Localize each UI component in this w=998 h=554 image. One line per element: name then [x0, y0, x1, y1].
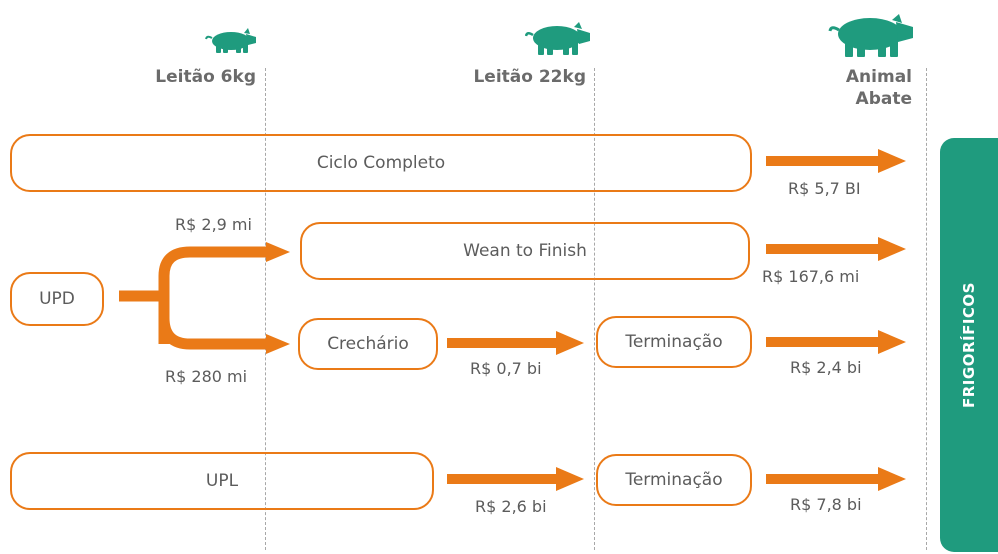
upd-box: UPD — [10, 272, 104, 326]
pig-icon-small — [205, 28, 256, 53]
pig-icon-large — [828, 14, 913, 57]
terminacao-box-2: Terminação — [596, 454, 752, 506]
value-upl: R$ 2,6 bi — [475, 497, 547, 516]
value-terminacao-2: R$ 7,8 bi — [790, 495, 862, 514]
stage-label-leitao-6kg: Leitão 6kg — [155, 67, 256, 87]
value-upd-top: R$ 2,9 mi — [175, 215, 252, 234]
crechario-box: Crechário — [298, 318, 438, 370]
divider-line-abate — [926, 68, 927, 550]
frigorificos-panel: FRIGORÍFICOS — [940, 138, 998, 552]
divider-line-6kg — [265, 68, 266, 550]
terminacao-box-1: Terminação — [596, 316, 752, 368]
frigorificos-label: FRIGORÍFICOS — [960, 282, 978, 408]
wean-to-finish-box: Wean to Finish — [300, 222, 750, 280]
value-ciclo-completo: R$ 5,7 BI — [788, 179, 861, 198]
stage-label-animal-abate-line1: Animal — [845, 67, 912, 87]
stage-label-leitao-22kg: Leitão 22kg — [473, 67, 586, 87]
stage-label-animal-abate-line2: Abate — [855, 89, 912, 109]
value-upd-bottom: R$ 280 mi — [165, 367, 248, 386]
pig-icon-medium — [525, 22, 590, 55]
divider-line-22kg — [594, 68, 595, 550]
value-crechario: R$ 0,7 bi — [470, 359, 542, 378]
ciclo-completo-box: Ciclo Completo — [10, 134, 752, 192]
upl-box: UPL — [10, 452, 434, 510]
value-wean-to-finish: R$ 167,6 mi — [762, 267, 860, 286]
value-terminacao-1: R$ 2,4 bi — [790, 358, 862, 377]
